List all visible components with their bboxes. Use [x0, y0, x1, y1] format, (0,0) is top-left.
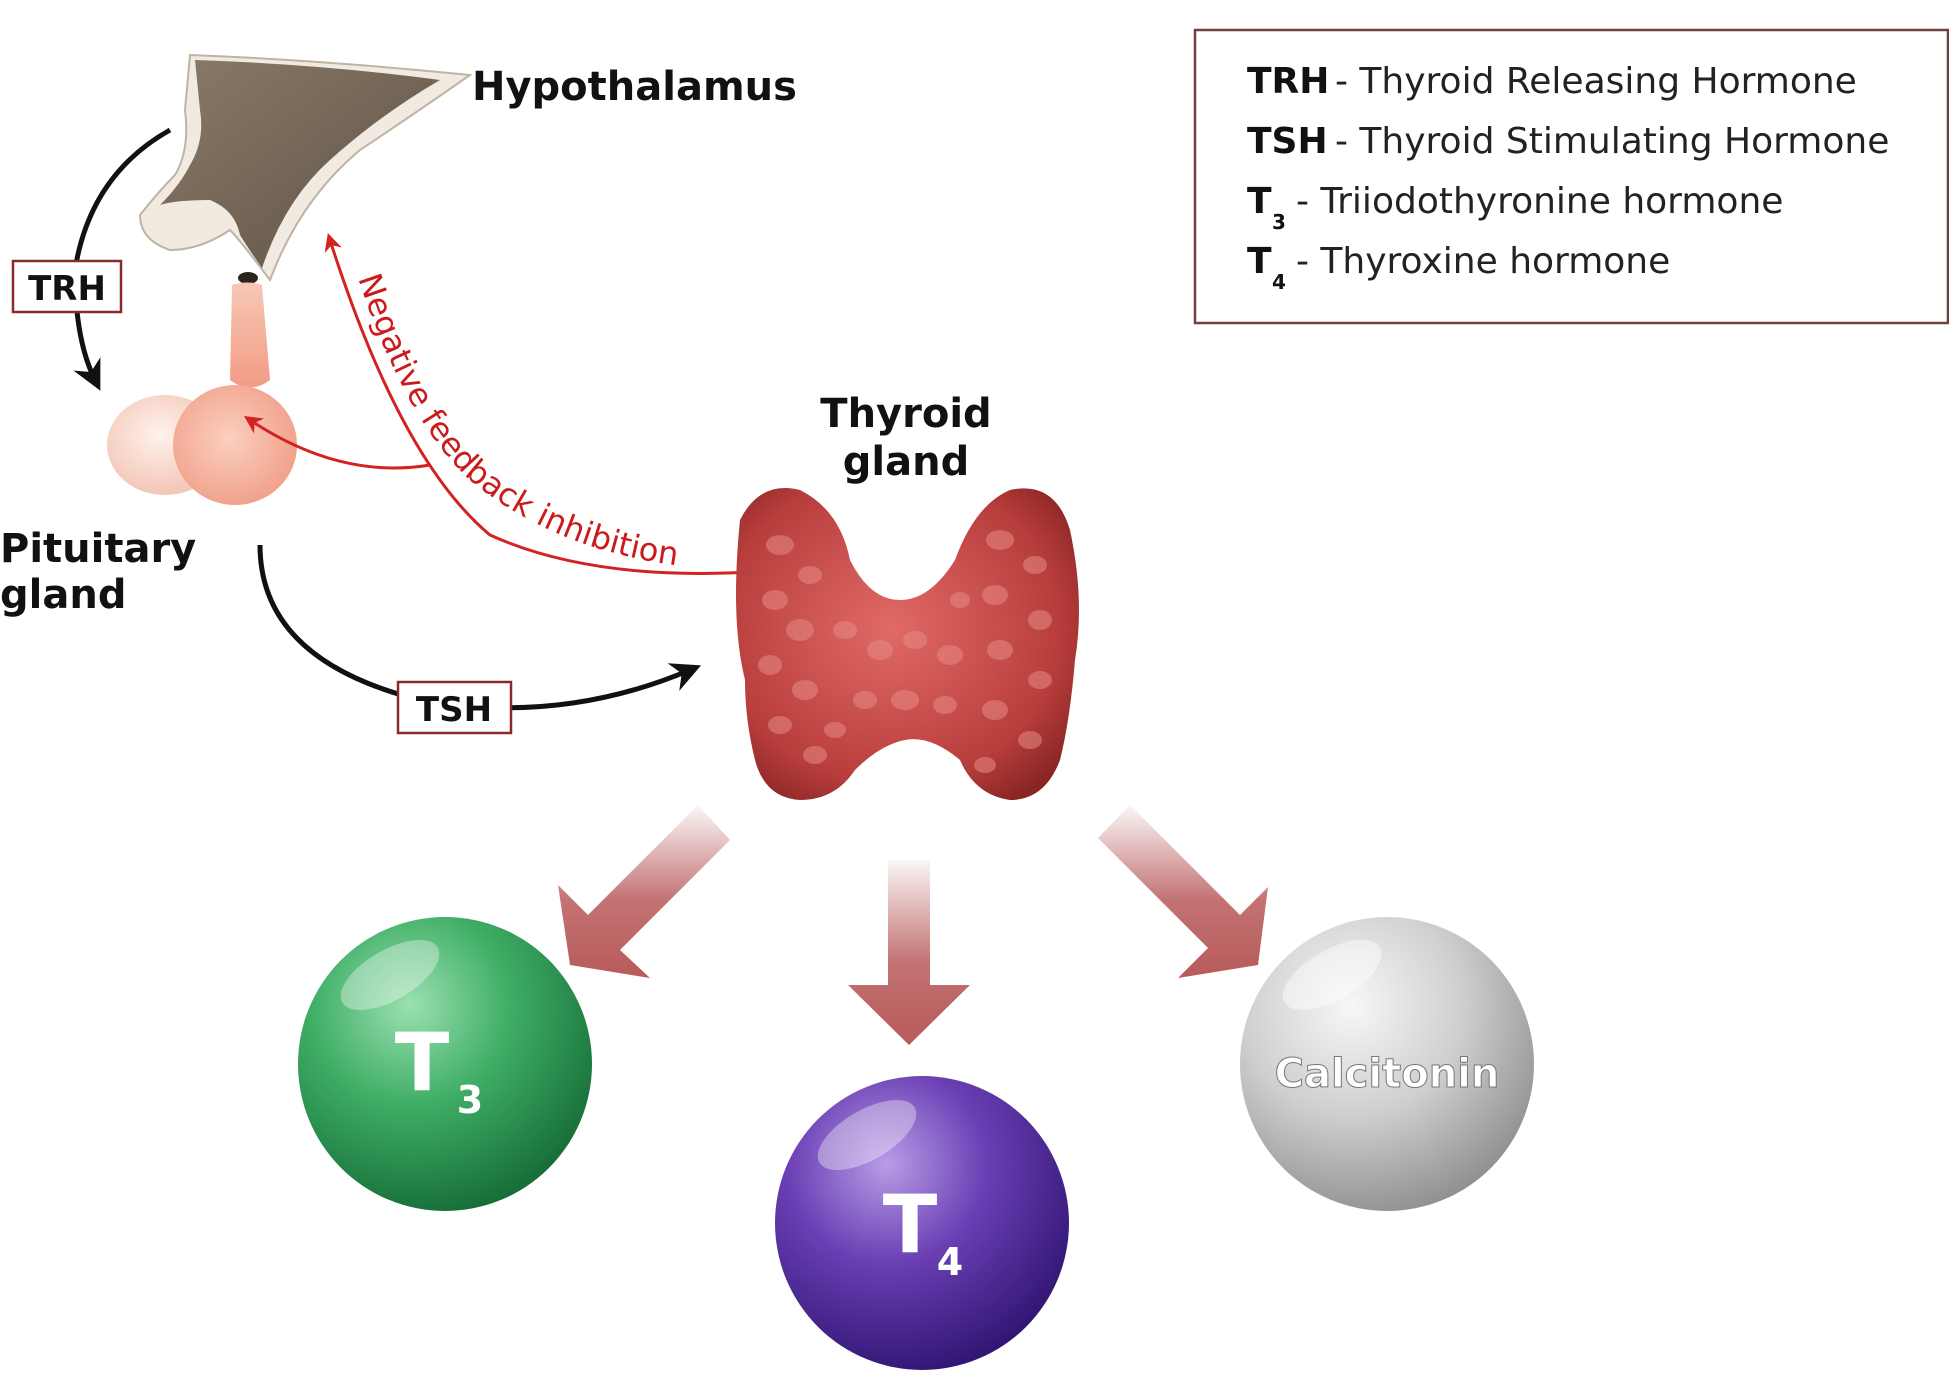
legend-box: TRH - Thyroid Releasing Hormone TSH - Th…	[1193, 28, 1949, 325]
hypothalamus-illustration: Hypothalamus	[138, 53, 797, 284]
legend-def-t3: - Triiodothyronine hormone	[1296, 181, 1783, 222]
feedback-label: Negative feedback inhibition	[350, 268, 681, 573]
legend-sub-t3: 3	[1272, 210, 1286, 234]
pituitary-label-line1: Pituitary	[0, 526, 196, 572]
trh-box-label: TRH	[28, 269, 106, 309]
arrow-to-t3	[558, 805, 730, 978]
legend-term-t4: T	[1247, 241, 1272, 282]
trh-arrow-group: TRH	[11, 127, 172, 391]
thyroid-label-line1: Thyroid	[820, 391, 991, 437]
negative-feedback-group: Negative feedback inhibition	[244, 233, 781, 575]
legend-term-t3: T	[1247, 181, 1272, 222]
legend-def-tsh: - Thyroid Stimulating Hormone	[1335, 121, 1889, 162]
calcitonin-label: Calcitonin	[1275, 1051, 1500, 1097]
trh-box	[11, 259, 123, 314]
legend-sub-t4: 4	[1272, 270, 1286, 294]
hypothalamus-label: Hypothalamus	[472, 64, 797, 110]
release-arrows	[558, 805, 1268, 1045]
tsh-box-label: TSH	[416, 690, 492, 730]
calcitonin-sphere: Calcitonin	[1240, 917, 1534, 1211]
feedback-arrow-pituitary	[244, 416, 431, 470]
arrow-to-t4	[848, 860, 970, 1045]
pituitary-label-line2: gland	[0, 572, 126, 618]
thyroid-label-line2: gland	[843, 439, 969, 485]
thyroid-gland-illustration: Thyroid gland	[736, 391, 1079, 800]
legend-term-trh: TRH	[1247, 61, 1329, 102]
tsh-arrow-group: TSH	[257, 544, 702, 735]
t4-sphere: T 4	[775, 1076, 1069, 1370]
pituitary-gland-illustration: Pituitary gland	[0, 282, 297, 618]
t4-sub-label: 4	[937, 1240, 963, 1284]
legend-term-tsh: TSH	[1247, 121, 1328, 162]
arrow-to-calcitonin	[1098, 805, 1268, 978]
t3-sub-label: 3	[457, 1078, 483, 1122]
legend-def-t4: - Thyroxine hormone	[1296, 241, 1670, 282]
feedback-arrow-hypothalamus	[324, 233, 781, 575]
legend-def-trh: - Thyroid Releasing Hormone	[1335, 61, 1857, 102]
trh-arrow	[72, 127, 172, 391]
t4-main-label: T	[883, 1178, 938, 1271]
thyroid-texture	[758, 530, 1052, 773]
t3-main-label: T	[395, 1016, 450, 1109]
t3-sphere: T 3	[298, 917, 592, 1211]
tsh-box	[396, 680, 513, 735]
